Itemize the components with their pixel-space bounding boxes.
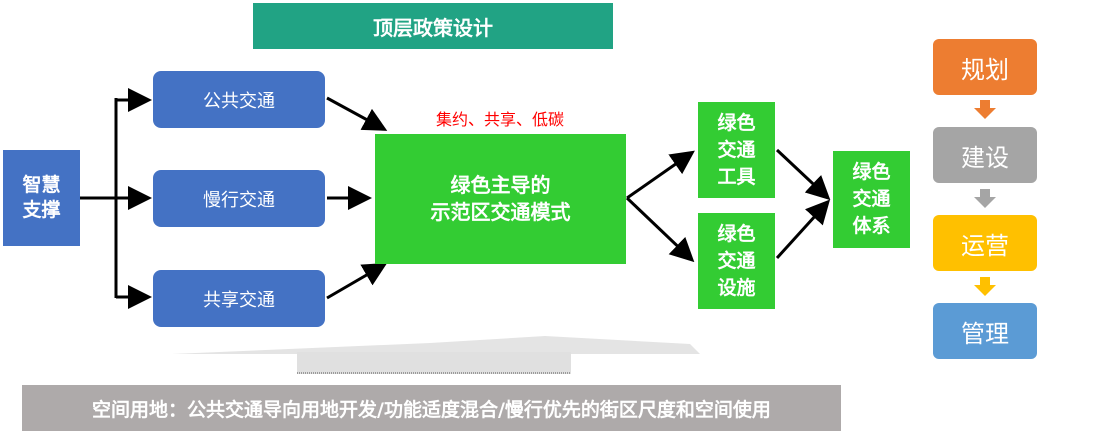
green-vehicles-box: 绿色 交通 工具 xyxy=(698,102,775,198)
green-facilities-box: 绿色 交通 设施 xyxy=(698,213,775,309)
smart-support-line1: 智慧 xyxy=(22,174,61,196)
green-system-line2: 交通 xyxy=(852,188,891,210)
central-model-line2: 示范区交通模式 xyxy=(430,200,571,224)
arrow-down-icon xyxy=(974,285,996,296)
stage-planning: 规划 xyxy=(933,39,1037,95)
green-vehicles-line2: 交通 xyxy=(717,138,756,161)
shared-transport-box: 共享交通 xyxy=(153,270,325,327)
stage-operation-label: 运营 xyxy=(961,231,1009,260)
green-facilities-line2: 交通 xyxy=(717,249,756,272)
public-transport-label: 公共交通 xyxy=(203,90,275,112)
green-facilities-line1: 绿色 xyxy=(717,222,756,245)
principles-note: 集约、共享、低碳 xyxy=(410,106,590,130)
stage-construction: 建设 xyxy=(933,127,1037,183)
stage-construction-label: 建设 xyxy=(961,143,1009,172)
arrow-down-icon xyxy=(974,108,996,119)
green-system-line3: 体系 xyxy=(852,215,891,237)
stage-management: 管理 xyxy=(933,303,1037,359)
spatial-land-use-band: 空间用地：公共交通导向用地开发/功能适度混合/慢行优先的街区尺度和空间使用 xyxy=(22,385,841,431)
spatial-land-use-label: 空间用地：公共交通导向用地开发/功能适度混合/慢行优先的街区尺度和空间使用 xyxy=(92,398,771,421)
green-facilities-line3: 设施 xyxy=(717,276,756,299)
green-transport-system-box: 绿色 交通 体系 xyxy=(833,151,910,248)
smart-support-line2: 支撑 xyxy=(22,199,61,221)
arrow-down-icon xyxy=(980,189,990,197)
shared-transport-label: 共享交通 xyxy=(203,289,275,311)
central-green-model-box: 绿色主导的 示范区交通模式 xyxy=(375,134,626,264)
stage-operation: 运营 xyxy=(933,215,1037,271)
arrow-down-icon xyxy=(980,100,990,108)
principles-note-label: 集约、共享、低碳 xyxy=(435,110,564,129)
top-policy-design-banner: 顶层政策设计 xyxy=(253,3,613,49)
smart-support-box: 智慧 支撑 xyxy=(3,150,80,246)
central-model-line1: 绿色主导的 xyxy=(450,173,551,197)
green-system-line1: 绿色 xyxy=(852,161,891,183)
public-transport-box: 公共交通 xyxy=(153,71,325,128)
top-policy-design-label: 顶层政策设计 xyxy=(373,15,493,40)
arrow-down-icon xyxy=(980,277,990,285)
arrow-down-icon xyxy=(974,197,996,208)
stage-management-label: 管理 xyxy=(961,319,1009,348)
stage-planning-label: 规划 xyxy=(961,55,1009,84)
green-vehicles-line1: 绿色 xyxy=(717,111,756,134)
green-vehicles-line3: 工具 xyxy=(717,165,756,188)
slow-traffic-label: 慢行交通 xyxy=(203,189,275,211)
slow-traffic-box: 慢行交通 xyxy=(153,170,325,227)
